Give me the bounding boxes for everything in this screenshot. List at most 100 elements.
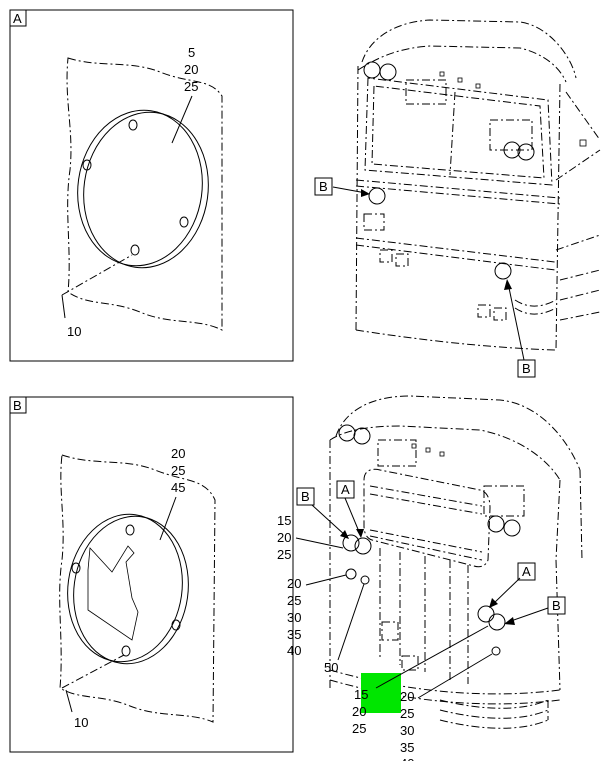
callout-10: 10 [74,715,88,730]
screw-hole [125,524,135,536]
lamp-housing-disc-b [67,513,183,663]
light-icon [353,427,371,445]
arrowhead [340,530,349,539]
lamp-a-right [488,613,506,631]
view-b-label: B [13,398,22,413]
ref-b-box [517,359,536,378]
screw-hole [130,244,140,256]
callout-25: 25 [184,79,198,94]
leader-line [417,653,493,699]
ref-arrow [332,186,367,194]
ref-arrow [491,577,521,606]
ref-a-label: A [522,564,531,579]
callout-25: 25 [171,463,185,478]
leader-line [295,537,344,549]
leader-line [171,95,193,144]
view-b-frame [9,396,294,753]
light-icon [487,515,505,533]
ref-arrow [507,607,549,623]
arrowhead [504,617,515,625]
view-a-frame [9,9,294,362]
ref-arrow [344,497,361,535]
ref-b-box [314,177,333,196]
bus-front-view-top [355,19,601,351]
screw-hole [179,216,189,228]
small-lamp [360,575,370,585]
ref-b-label: B [319,179,328,194]
ref-a-label: A [341,482,350,497]
headlight-icon [363,61,381,79]
leader-line [375,625,489,689]
leader-line [159,496,177,541]
leader-line [337,583,365,661]
ref-arrow [507,282,525,361]
lamp-b-left [342,534,360,552]
screw-hole [171,619,181,631]
leader-line [61,294,66,319]
callout-5: 5 [188,45,195,60]
arrowhead [356,529,364,538]
panel-a-plate [66,57,223,331]
highlight-box [361,673,401,713]
callout-10: 10 [67,324,81,339]
panel-b-plate [59,454,216,723]
callout-20: 20 [171,446,185,461]
leader-line [61,654,125,689]
ref-b-label: B [552,598,561,613]
callout-20: 20 [400,689,414,704]
screw-hole [82,159,92,171]
ref-b-box [547,596,566,615]
light-icon [338,424,356,442]
callout-45: 45 [171,480,185,495]
lamp-a-left [354,537,372,555]
bus-rear-view-bottom [329,395,583,729]
callout-20: 20 [277,530,291,545]
callout-25: 25 [400,706,414,721]
leader-line [61,254,133,296]
screw-hole [71,562,81,574]
screw-hole [128,119,138,131]
ref-b-box [296,487,315,506]
ref-a-box [517,562,536,581]
callout-20: 20 [352,704,366,719]
callout-20: 20 [184,62,198,77]
callout-25: 25 [287,593,301,608]
callout-15: 15 [277,513,291,528]
callout-40: 40 [400,756,414,761]
callout-20: 20 [287,576,301,591]
headlight-icon [379,63,397,81]
screw-hole [121,645,131,657]
light-icon [503,519,521,537]
callout-30: 30 [400,723,414,738]
stop-arrow-symbol [87,545,139,641]
arrowhead [489,598,498,608]
callout-25: 25 [352,721,366,736]
callout-35: 35 [400,740,414,755]
leader-line [65,689,73,713]
headlight-icon [517,143,535,161]
small-lamp [491,646,501,656]
ref-b-label: B [522,361,531,376]
callout-40: 40 [287,643,301,658]
callout-30: 30 [287,610,301,625]
callout-50: 50 [324,660,338,675]
callout-35: 35 [287,627,301,642]
lamp-housing-disc-a [77,109,203,267]
view-a-label: A [13,11,22,26]
ref-b-label: B [301,489,310,504]
arrowhead [361,189,370,197]
callout-25: 25 [277,547,291,562]
small-lamp [345,568,357,580]
view-b-label-box [9,396,27,414]
lamp-b-left [368,187,386,205]
leader-line [305,574,347,586]
lamp-housing-rim-a [83,111,209,269]
lamp-housing-rim-b [73,515,189,665]
ref-arrow [311,504,347,537]
view-a-label-box [9,9,27,27]
lamp-b-right [477,605,495,623]
arrowhead [504,279,512,290]
callout-15: 15 [354,687,368,702]
lamp-b-right [494,262,512,280]
